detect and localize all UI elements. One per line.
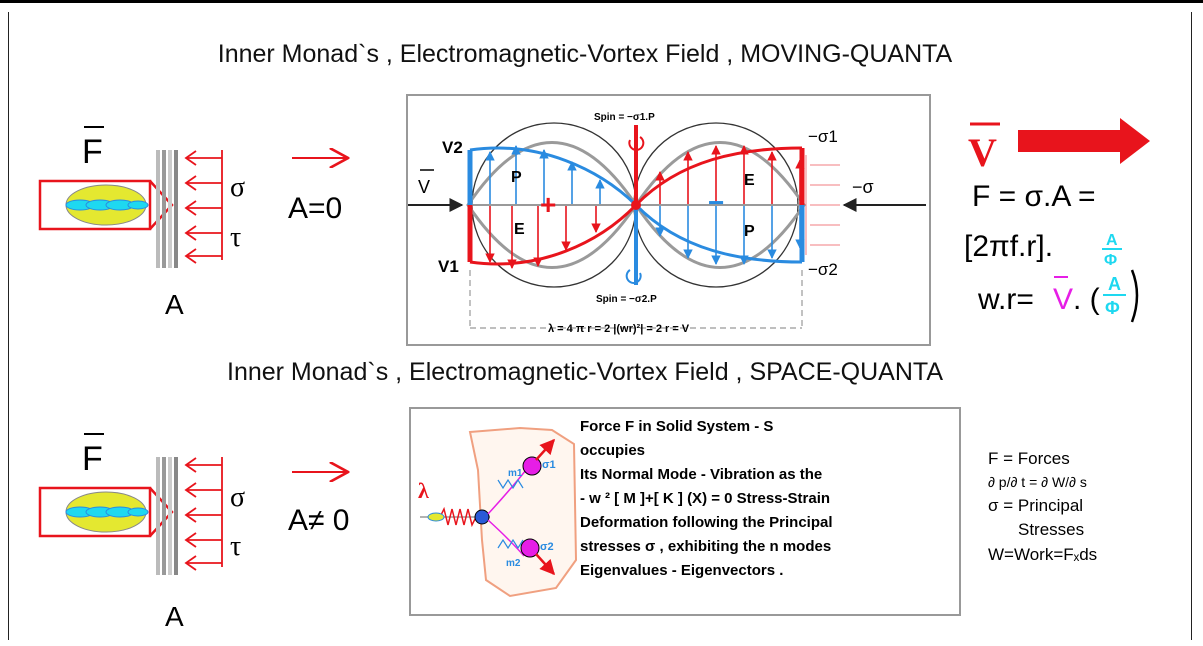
bottom-force-label: F bbox=[82, 440, 103, 478]
solid-system-panel: λ m1 m2 σ1 σ2 Force F in Solid System - … bbox=[409, 407, 961, 616]
frac1-phi: Φ bbox=[1104, 252, 1117, 269]
sigma2-arrow bbox=[535, 553, 556, 576]
desc-line-1: Force F in Solid System - S bbox=[580, 418, 773, 435]
bottom-a-equation: A≠ 0 bbox=[288, 504, 350, 537]
m1-label: m1 bbox=[508, 468, 523, 479]
neg-s2-label: −σ2 bbox=[808, 260, 838, 279]
solid-description: Force F in Solid System - S occupies Its… bbox=[580, 418, 833, 579]
bottom-area-label: A bbox=[165, 601, 184, 632]
bottom-tau-label: τ bbox=[230, 531, 241, 562]
m2-label: m2 bbox=[506, 558, 521, 569]
top-equations: V F = σ.A = [2πf.r]. A Φ w.r= V . ( A Φ bbox=[964, 118, 1150, 323]
frac2-phi: Φ bbox=[1105, 298, 1120, 318]
spin-bottom-label: Spin = −σ2.P bbox=[596, 294, 657, 305]
top-force-assembly: F σ τ A bbox=[38, 126, 245, 320]
wave-p-right: P bbox=[744, 223, 755, 240]
wave-p-left: P bbox=[511, 169, 522, 186]
desc-line-3: Its Normal Mode - Vibration as the bbox=[580, 466, 822, 483]
spin-bottom-icon bbox=[625, 269, 642, 284]
mode-arc-2 bbox=[487, 519, 525, 557]
top-quanta-chain bbox=[65, 199, 149, 211]
top-tau-label: τ bbox=[230, 222, 241, 253]
bottom-quanta-chain bbox=[65, 506, 149, 518]
node-center bbox=[474, 509, 490, 525]
top-area-label: A bbox=[165, 289, 184, 320]
bottom-force-assembly: F σ τ A bbox=[38, 433, 245, 632]
center-node bbox=[631, 200, 641, 210]
lambda-equation: λ = 4 π r = 2 |(wr)²| = 2 r = V bbox=[548, 323, 690, 335]
wave-e-right: E bbox=[744, 172, 755, 189]
top-stress-arrows bbox=[184, 150, 223, 264]
legend-line-1: F = Forces bbox=[988, 449, 1070, 468]
legend-line-4: Stresses bbox=[1018, 520, 1084, 539]
mode-arc-1 bbox=[487, 469, 527, 515]
bottom-wall bbox=[156, 457, 178, 575]
outer-frame bbox=[8, 12, 1192, 640]
mass-m1 bbox=[522, 456, 542, 476]
eq-v: V bbox=[1053, 283, 1073, 316]
lambda-label: λ bbox=[418, 478, 429, 503]
eq-f-sigma-a: F = σ.A = bbox=[972, 180, 1096, 213]
wave-panel: V V2 V1 −σ1 −σ2 −σ P E E P + − Spin = −σ… bbox=[406, 94, 931, 346]
sigma1-arrow bbox=[535, 438, 556, 461]
desc-line-5: Deformation following the Principal bbox=[580, 514, 833, 531]
top-force-box bbox=[38, 179, 152, 231]
plus-sign: + bbox=[540, 189, 556, 220]
v-input-label: V bbox=[418, 177, 430, 197]
top-sigma-label: σ bbox=[230, 172, 245, 203]
top-force-label: F bbox=[82, 133, 103, 171]
close-paren bbox=[1130, 269, 1139, 323]
red-stress-arrows bbox=[485, 145, 805, 269]
big-v-label: V bbox=[968, 130, 997, 175]
bottom-stress-arrows bbox=[184, 457, 223, 571]
legend-line-2: ∂ p/∂ t = ∂ W/∂ s bbox=[988, 474, 1087, 490]
desc-line-4: - w ² [ M ]+[ K ] (X) = 0 Stress-Strain bbox=[580, 490, 830, 507]
lambda-dimension bbox=[469, 270, 803, 329]
symbol-legend: F = Forces ∂ p/∂ t = ∂ W/∂ s σ = Princip… bbox=[988, 449, 1097, 564]
top-title: Inner Monad`s , Electromagnetic-Vortex F… bbox=[218, 40, 953, 68]
mass-m2 bbox=[520, 538, 540, 558]
neg-sigma-input-label: −σ bbox=[852, 177, 874, 197]
eq-2pifr: [2πf.r]. bbox=[964, 230, 1053, 263]
v2-label: V2 bbox=[442, 138, 463, 157]
top-a-equation: A=0 bbox=[288, 192, 342, 225]
eq-dot-paren: . ( bbox=[1073, 283, 1100, 316]
top-rule bbox=[0, 0, 1203, 3]
mode-coil-1 bbox=[497, 478, 524, 490]
neg-s1-label: −σ1 bbox=[808, 127, 838, 146]
legend-line-5: W=Work=Fₓds bbox=[988, 545, 1097, 564]
legend-line-3: σ = Principal bbox=[988, 496, 1083, 515]
frac1-a: A bbox=[1106, 232, 1118, 249]
big-v-arrow bbox=[1018, 118, 1150, 164]
wave-panel-frame bbox=[406, 94, 931, 346]
s2-label: σ2 bbox=[540, 541, 554, 553]
desc-line-7: Eigenvalues - Eigenvectors . bbox=[580, 562, 783, 579]
spin-top-label: Spin = −σ1.P bbox=[594, 112, 655, 123]
bottom-title: Inner Monad`s , Electromagnetic-Vortex F… bbox=[227, 358, 943, 386]
spring-zigzag bbox=[439, 506, 477, 528]
bottom-sigma-label: σ bbox=[230, 482, 245, 513]
frac2-a: A bbox=[1108, 274, 1121, 294]
bottom-force-box bbox=[38, 486, 152, 538]
spin-top-icon bbox=[628, 136, 645, 151]
desc-line-2: occupies bbox=[580, 442, 645, 459]
mode-coil-2 bbox=[497, 538, 524, 550]
desc-line-6: stresses σ , exhibiting the n modes bbox=[580, 538, 831, 555]
s1-label: σ1 bbox=[542, 459, 556, 471]
right-hatch-arrows bbox=[805, 155, 840, 255]
minus-sign: − bbox=[708, 187, 724, 218]
top-wall bbox=[156, 150, 178, 268]
spring-monad bbox=[427, 512, 445, 522]
eq-wr: w.r= bbox=[977, 283, 1034, 316]
wave-e-left: E bbox=[514, 221, 525, 238]
v1-label: V1 bbox=[438, 257, 459, 276]
